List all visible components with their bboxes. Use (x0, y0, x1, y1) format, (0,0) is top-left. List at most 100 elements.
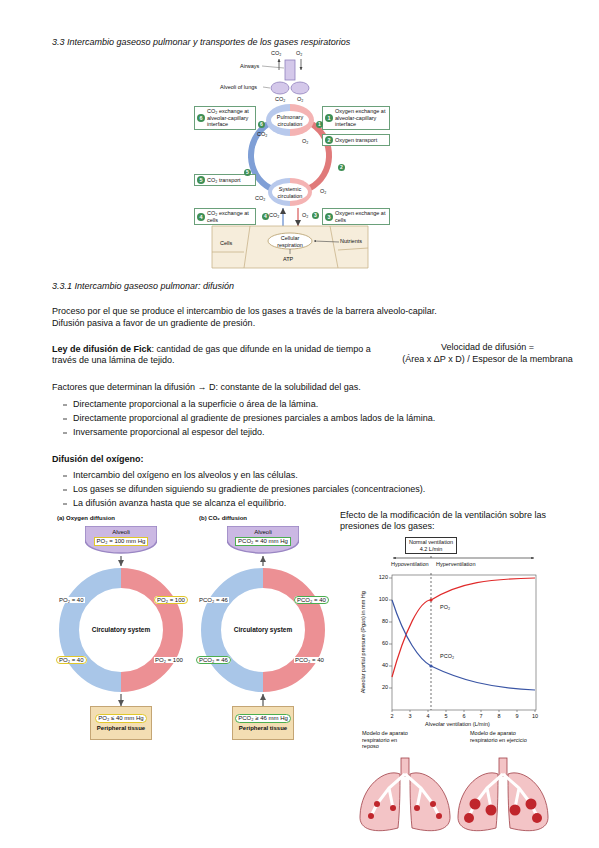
figure-label: O₂ (320, 188, 326, 194)
body-text: Velocidad de difusión = (441, 342, 534, 352)
figure-label: 100 (379, 596, 388, 602)
callout-text: Oxygen transport (335, 137, 377, 144)
text-block: 80 (370, 618, 388, 625)
text-block: Cellular respiration (272, 235, 308, 248)
figure-label: 3 (408, 713, 411, 719)
figure-label: CO₂ (257, 131, 267, 137)
figure-label: O₂ (302, 212, 308, 218)
tissue-band: PO₂ ≤ 40 mm HgPeripheral tissue (90, 706, 152, 740)
value-box: PCO₂ = 40 mm Hg (235, 537, 291, 546)
text-block: Airways (240, 63, 259, 70)
lung-models-part (360, 758, 450, 831)
figure-label: (a) Oxygen diffusion (57, 515, 115, 521)
text-block: (Área x ΔP x D) / Espesor de la membrana (385, 354, 590, 365)
body-text: La difusión avanza hasta que se alcanza … (73, 498, 286, 508)
callout-number: 4 (262, 213, 269, 220)
figure-label: CO₂ (255, 195, 265, 201)
text-block: 120 (370, 574, 388, 581)
respiration-figure-part (271, 111, 309, 129)
figure-label: Hyperventilation (436, 561, 475, 567)
figure-label: ATP (283, 256, 293, 262)
lung-models-part-part (374, 801, 380, 807)
text-block: Pulmonary circulation (272, 114, 308, 127)
text-block: 5 (440, 713, 452, 720)
respiration-figure-part (279, 59, 280, 70)
text-block: Velocidad de difusión = (385, 342, 590, 353)
callout-box: 2Oxygen transport (322, 134, 390, 146)
text-block: 10 (529, 713, 541, 720)
text-block: Difusión pasiva a favor de un gradiente … (52, 318, 255, 329)
lung-models-part-part (526, 799, 537, 810)
figure-label: 7 (479, 713, 482, 719)
respiration-figure-part (301, 59, 302, 70)
callout-box: 1Oxygen exchange at alveolar-capillary i… (322, 106, 390, 130)
text-block: PO₂ = 100 (154, 596, 188, 604)
figure-label: Modelo de aparato respiratorio en reposo (362, 730, 408, 749)
text-block: Efecto de la modificación de la ventilac… (340, 510, 565, 532)
figure-label: PCO₂ (440, 653, 454, 659)
text-block: PCO₂ (440, 653, 454, 660)
callout-box: 3Oxygen exchange at cells (322, 208, 390, 225)
figure-label: PCO₂ = 46 (198, 597, 229, 603)
text-block: PCO₂ = 46 (198, 596, 229, 604)
text-block: 3.3.1 Intercambio gaseoso pulmonar: difu… (52, 281, 234, 292)
circulation-ring: Circulatory system (57, 566, 185, 694)
text-block: 9 (511, 713, 523, 720)
text-block: Alveolar partial pressure (Pgas) in mm H… (360, 591, 367, 693)
callout-text: Oxygen exchange at cells (335, 210, 387, 223)
figure-label: O₂ (302, 138, 308, 144)
text-block: PO₂ = 100 (154, 656, 184, 664)
ventilation-chart-part (393, 558, 534, 559)
respiration-figure-part (212, 226, 368, 268)
callout-number: 6 (258, 121, 265, 128)
respiration-figure-part (272, 183, 308, 201)
figure-label: Cellular respiration (277, 235, 303, 248)
figure-label: PCO₂ = 40 (294, 657, 325, 663)
lung-models-part-part (414, 805, 420, 811)
text-block: Hyperventilation (436, 561, 475, 568)
ring-label: Circulatory system (234, 626, 293, 634)
text-block: PCO₂ = 46 (196, 656, 231, 664)
callout-number: 2 (338, 164, 345, 171)
figure-label: Systemic circulation (278, 186, 303, 199)
text-block: PCO₂ = 40 (294, 656, 325, 664)
body-text: Inversamente proporcional al espesor del… (73, 427, 265, 437)
ventilation-chart-part (392, 600, 535, 690)
alveoli-outline (85, 526, 157, 553)
title-block: 3.3 Intercambio gaseoso pulmonar y trans… (52, 37, 350, 48)
lung-models-part-part (430, 801, 436, 807)
ring-center: Circulatory system (91, 610, 151, 650)
body-text: Intercambio del oxígeno en los alveolos … (73, 470, 298, 480)
respiration-figure-part (268, 233, 312, 249)
text-block: Inversamente proporcional al espesor del… (73, 427, 265, 438)
figure-label: PO₂ = 40 (58, 597, 85, 603)
value-box: PO₂ = 100 mm Hg (94, 537, 149, 546)
text-block: CO₂ (271, 50, 281, 57)
figure-label: PCO₂ = 46 (196, 656, 231, 664)
text-block: O₂ (302, 138, 308, 145)
bullet-dashes-part (63, 419, 67, 420)
callout-text: Oxygen exchange at alveolar-capillary in… (335, 108, 387, 128)
figure-label: 2 (390, 713, 393, 719)
lung-models-part-part (464, 813, 474, 823)
text-block: Intercambio del oxígeno en los alveolos … (73, 470, 298, 481)
callout-text: CO₂ exchange at alveolar-capillary inter… (207, 108, 253, 128)
body-text: Directamente proporcional a la superfici… (73, 399, 318, 409)
figure-label: 5 (444, 713, 447, 719)
text-block: 8 (493, 713, 505, 720)
body-text: (Área x ΔP x D) / Espesor de la membrana (402, 354, 572, 364)
region-label: Peripheral tissue (97, 725, 145, 732)
figure-label: 60 (382, 640, 388, 646)
body-text: Ley de difusión de Fick (52, 344, 152, 354)
callout-number: 5 (244, 169, 251, 176)
figure-label: Alveolar partial pressure (Pgas) in mm H… (360, 591, 366, 693)
figure-label: 4 (426, 713, 429, 719)
lung-models (360, 758, 548, 831)
circulation-ring: Circulatory system (199, 566, 327, 694)
callout-text: CO₂ transport (207, 177, 241, 184)
respiration-figure-part (263, 87, 270, 88)
figure-label: Pulmonary circulation (277, 114, 303, 127)
callout-box: 6CO₂ exchange at alveolar-capillary inte… (194, 106, 256, 130)
lung-models-part-part (510, 805, 521, 816)
